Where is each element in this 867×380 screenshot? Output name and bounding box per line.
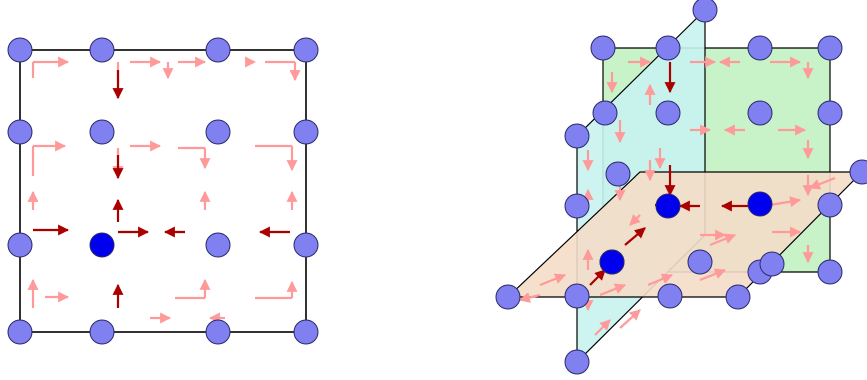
lattice-node [7, 37, 33, 63]
flow-arrow-dark [624, 227, 646, 246]
lattice-node [564, 193, 590, 219]
lattice-node [293, 119, 319, 145]
lattice-node-highlighted [655, 193, 681, 219]
lattice-node [590, 35, 616, 61]
flow-arrows-3d [518, 56, 836, 336]
lattice-node [747, 35, 773, 61]
flow-arrow-dark [589, 269, 606, 286]
flow-arrow [539, 273, 567, 287]
lattice-node [564, 283, 590, 309]
lattice-node [7, 232, 33, 258]
lattice-node [817, 35, 843, 61]
lattice-node [692, 0, 718, 23]
flow-arrows-2d [27, 56, 301, 324]
lattice-node [605, 161, 631, 187]
flow-arrow [709, 233, 737, 247]
flow-arrow [647, 273, 674, 287]
lattice-node [657, 283, 683, 309]
lattice-nodes-3d [495, 0, 867, 375]
lattice-node [89, 319, 115, 345]
lattice-node [817, 100, 843, 126]
lattice-node [293, 319, 319, 345]
lattice-node-highlighted [599, 249, 625, 275]
lattice-node [89, 37, 115, 63]
lattice-frame [19, 49, 307, 333]
lattice-node [817, 192, 843, 218]
3d-lattice-panel [495, 0, 867, 375]
lattice-node [725, 284, 751, 310]
flow-arrow [769, 196, 802, 208]
lattice-node [592, 100, 618, 126]
lattice-node [205, 232, 231, 258]
lattice-node [205, 119, 231, 145]
lattice-node [747, 100, 773, 126]
flow-arrow [808, 176, 836, 190]
lattice-node [293, 232, 319, 258]
lattice-node [817, 259, 843, 285]
flow-arrow [599, 283, 627, 297]
flow-arrow [699, 268, 727, 282]
lattice-node [759, 251, 785, 277]
flow-arrow [619, 309, 641, 329]
lattice-node [655, 100, 681, 126]
lattice-node [655, 35, 681, 61]
lattice-node [564, 123, 590, 149]
flow-arrow [518, 292, 541, 303]
lattice-node [7, 319, 33, 345]
lattice-node [687, 249, 713, 275]
2d-lattice-panel [7, 37, 319, 345]
lattice-node-highlighted [89, 232, 115, 258]
flow-arrow [629, 214, 641, 226]
lattice-node [7, 119, 33, 145]
lattice-node [495, 284, 521, 310]
lattice-node [205, 319, 231, 345]
lattice-node [89, 119, 115, 145]
lattice-node-highlighted [747, 191, 773, 217]
lattice-node [849, 159, 867, 185]
lattice-node [293, 37, 319, 63]
lattice-node [205, 37, 231, 63]
lattice-nodes-2d [7, 37, 319, 345]
lattice-node [564, 349, 590, 375]
flow-arrow [594, 319, 611, 336]
